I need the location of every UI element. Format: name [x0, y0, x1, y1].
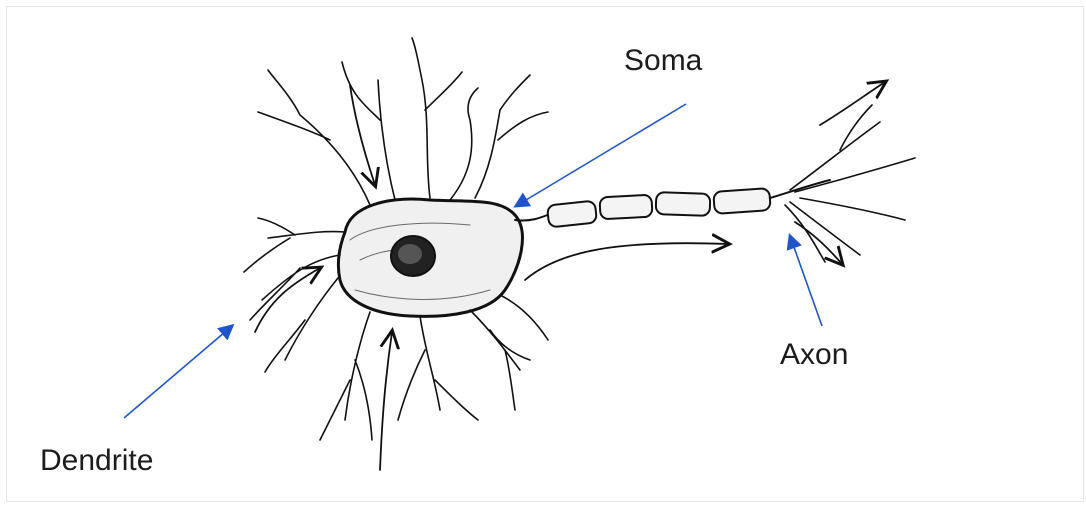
nucleus [391, 236, 435, 276]
dendrite-label: Dendrite [40, 446, 153, 476]
soma-pointer [516, 104, 686, 206]
dendrite-pointer [124, 326, 232, 418]
soma-label: Soma [624, 46, 702, 76]
axon [515, 180, 830, 227]
axon-terminals [785, 105, 915, 262]
axon-label: Axon [780, 340, 848, 370]
